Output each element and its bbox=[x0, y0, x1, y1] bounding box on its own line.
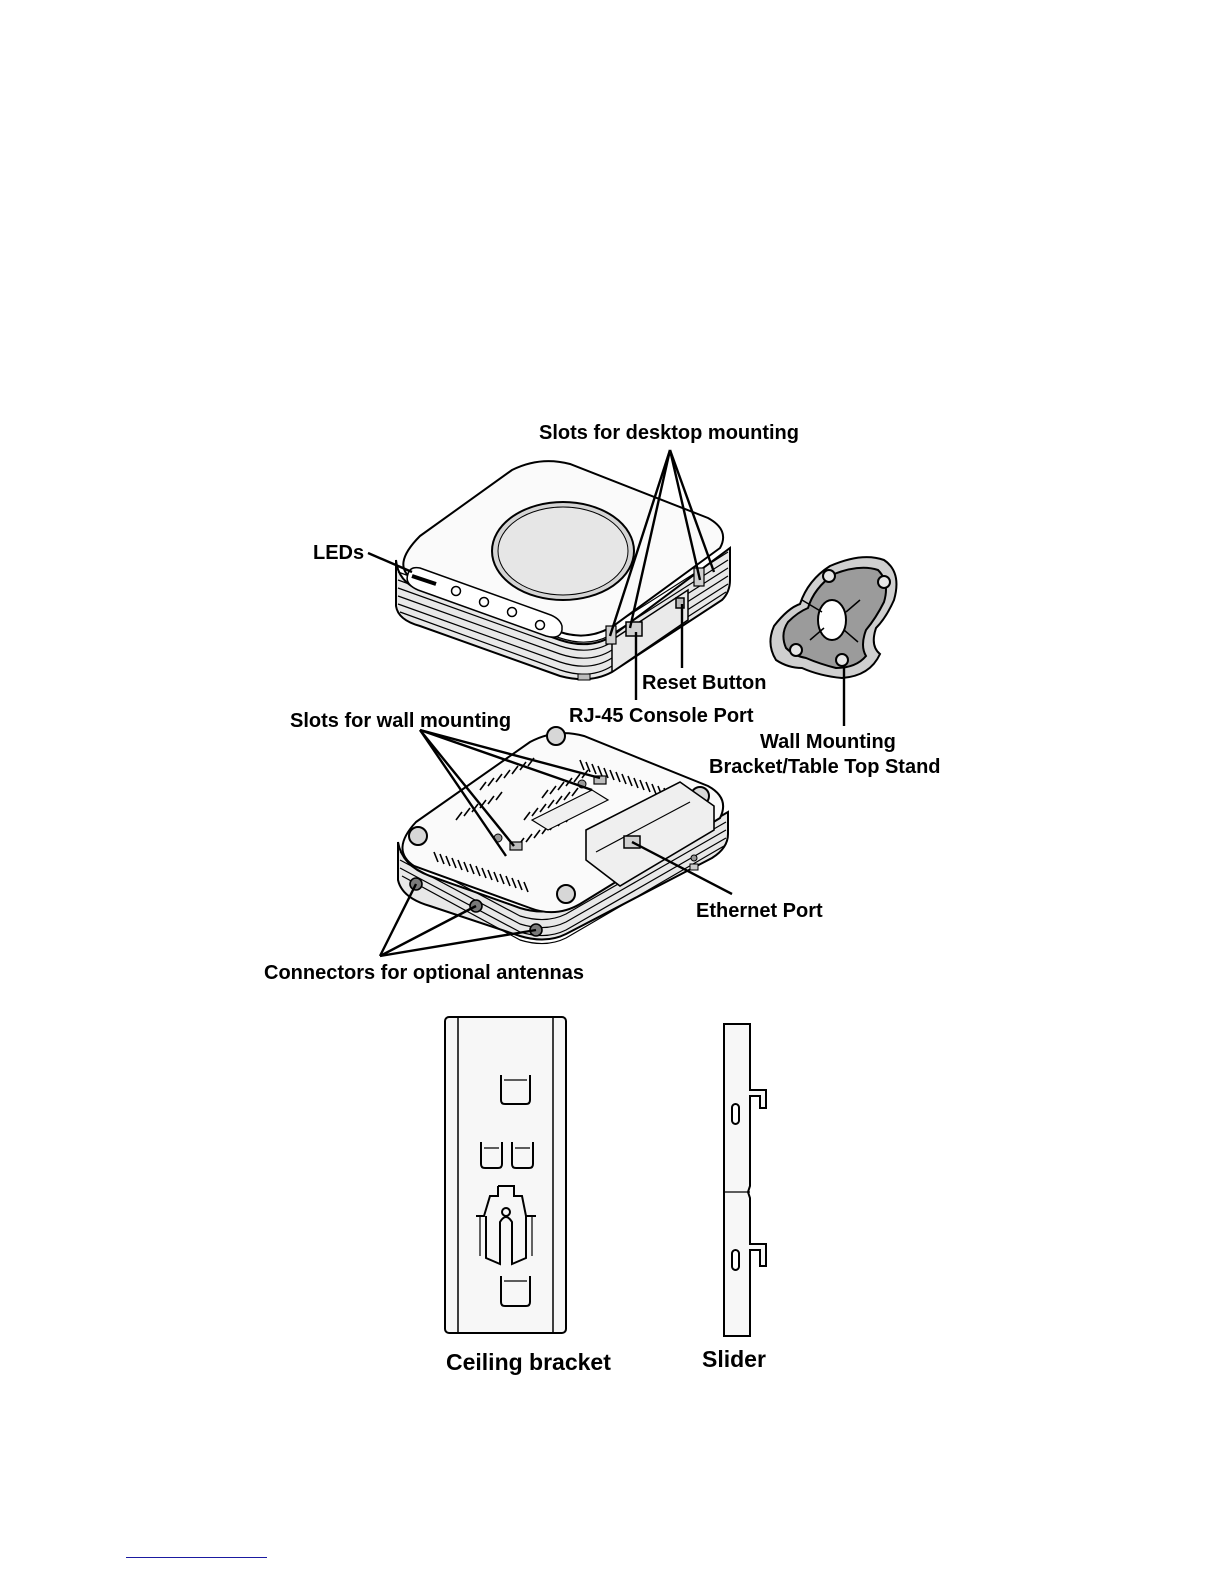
label-leds: LEDs bbox=[313, 542, 364, 564]
access-point-bottom-view bbox=[398, 727, 728, 944]
label-wall-bracket-1: Wall Mounting bbox=[760, 731, 896, 753]
label-connectors-antennas: Connectors for optional antennas bbox=[264, 962, 584, 984]
led-2 bbox=[480, 598, 489, 607]
led-3 bbox=[508, 608, 517, 617]
foot-4 bbox=[557, 885, 575, 903]
label-slider: Slider bbox=[702, 1346, 766, 1372]
led-1 bbox=[452, 587, 461, 596]
label-wall-bracket-2: Bracket/Table Top Stand bbox=[709, 756, 941, 778]
wall-mounting-bracket bbox=[770, 557, 896, 678]
label-rj45-console: RJ-45 Console Port bbox=[569, 705, 754, 727]
label-slots-wall: Slots for wall mounting bbox=[290, 710, 511, 732]
slider-part bbox=[724, 1024, 766, 1336]
rj45-console-port-shape bbox=[626, 622, 642, 636]
label-ceiling-bracket: Ceiling bracket bbox=[446, 1349, 611, 1375]
label-slots-desktop: Slots for desktop mounting bbox=[539, 422, 799, 444]
ceiling-bracket bbox=[445, 1017, 566, 1333]
led-4 bbox=[536, 621, 545, 630]
foot-3 bbox=[409, 827, 427, 845]
foot-1 bbox=[547, 727, 565, 745]
label-ethernet-port: Ethernet Port bbox=[696, 900, 823, 922]
label-reset-button: Reset Button bbox=[642, 672, 766, 694]
footnote-rule bbox=[126, 1557, 267, 1558]
bracket-center-hole bbox=[818, 600, 846, 640]
